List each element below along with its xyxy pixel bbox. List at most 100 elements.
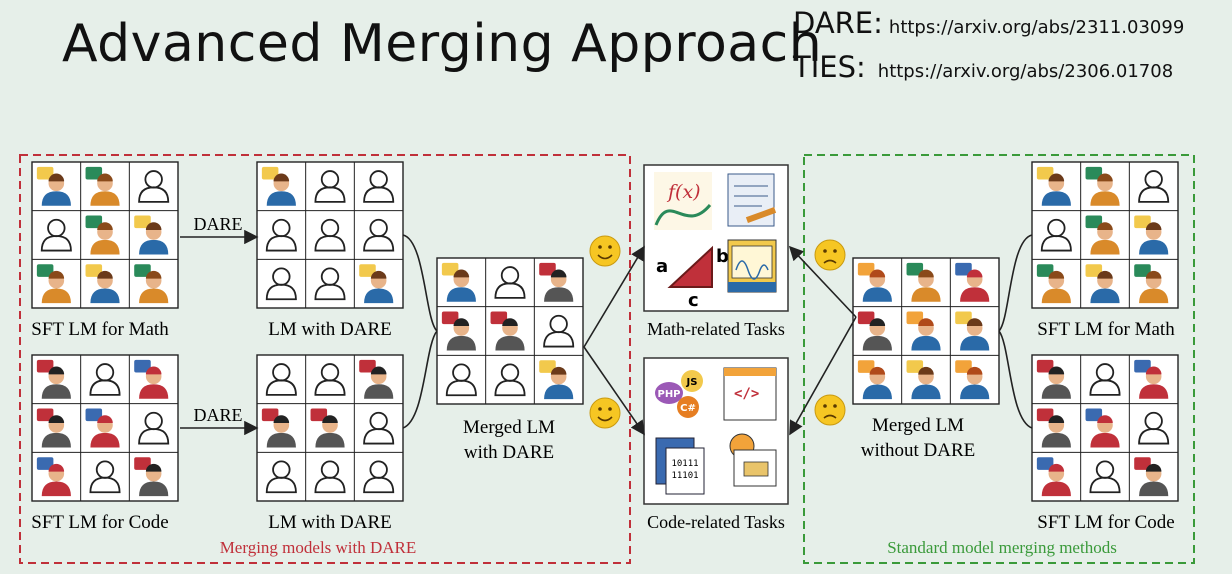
empty-person-icon: [138, 170, 170, 203]
merge-connector: [998, 330, 1033, 429]
empty-person-icon: [314, 363, 346, 396]
code-person-icon: [490, 311, 525, 351]
math-person-icon: [85, 166, 120, 206]
mixed-person-icon: [906, 311, 941, 351]
sad-face-icon: [814, 394, 846, 426]
empty-person-icon: [1089, 460, 1121, 494]
math-person-icon: [906, 360, 941, 400]
triangle-icon: a b c: [656, 245, 729, 311]
dare-arrow-label: DARE: [194, 405, 243, 425]
math-person-icon: [1134, 215, 1169, 255]
binary-files-icon: 10111 11101: [655, 437, 705, 495]
empty-person-icon: [363, 460, 395, 494]
reference-ties: TIES: https://arxiv.org/abs/2306.01708: [793, 50, 1184, 94]
reference-key: TIES:: [793, 50, 866, 84]
empty-person-icon: [363, 411, 395, 445]
merge-connector: [402, 330, 438, 429]
math-person-icon: [955, 311, 990, 351]
arrow-to-code-tasks: [583, 346, 645, 436]
code-tag-text: </>: [734, 386, 759, 402]
js-label: JS: [686, 377, 698, 388]
code-person-icon: [955, 262, 990, 302]
empty-person-icon: [265, 267, 297, 301]
code-person-icon: [441, 311, 476, 351]
model-grid-sft-code: [31, 354, 179, 502]
empty-person-icon: [314, 460, 346, 494]
code-person-icon: [36, 408, 71, 448]
code-person-icon: [134, 457, 169, 497]
math-person-icon: [1036, 166, 1071, 206]
math-person-icon: [1085, 215, 1120, 255]
binary-line-2: 11101: [671, 471, 698, 481]
code-person-icon: [85, 408, 120, 448]
arrow-to-math-tasks: [583, 245, 645, 348]
code-person-icon: [261, 408, 296, 448]
merged-dare-label-line2: with DARE: [464, 442, 554, 463]
binary-line-1: 10111: [671, 459, 698, 469]
empty-person-icon: [1040, 218, 1072, 252]
code-person-icon: [36, 359, 71, 399]
triangle-side-a: a: [656, 256, 668, 277]
code-person-icon: [1134, 457, 1169, 497]
math-person-icon: [1085, 264, 1120, 304]
code-window-icon: </>: [723, 367, 777, 421]
math-person-icon: [36, 166, 71, 206]
empty-person-icon: [445, 363, 477, 397]
standard-panel-border: [803, 154, 1195, 564]
merged-nodare-label-line1: Merged LM: [872, 415, 964, 436]
dare-arrow-label: DARE: [194, 214, 243, 234]
slide-title: Advanced Merging Approach: [62, 14, 823, 74]
reference-link[interactable]: https://arxiv.org/abs/2306.01708: [877, 61, 1174, 82]
sft-code-right-label: SFT LM for Code: [1037, 512, 1174, 533]
code-person-icon: [359, 359, 394, 399]
merge-connector: [998, 234, 1033, 332]
code-person-icon: [1036, 359, 1071, 399]
fx-text: f(x): [666, 181, 701, 203]
empty-person-icon: [363, 170, 395, 203]
math-tasks-label: Math-related Tasks: [647, 319, 785, 339]
model-grid-merged-nodare: [852, 257, 1000, 405]
merge-connector: [402, 234, 438, 332]
empty-person-icon: [265, 363, 297, 396]
empty-person-icon: [314, 170, 346, 203]
standard-panel-caption: Standard model merging methods: [887, 538, 1117, 557]
lm-dare-code-label: LM with DARE: [268, 512, 392, 533]
happy-face-icon: [589, 235, 621, 267]
sft-math-label: SFT LM for Math: [31, 319, 169, 340]
empty-person-icon: [363, 218, 395, 252]
triangle-side-b: b: [716, 246, 729, 267]
arrow-no-dare-to-math: [788, 245, 857, 318]
empty-person-icon: [314, 218, 346, 252]
reference-dare: DARE: https://arxiv.org/abs/2311.03099: [793, 6, 1184, 50]
math-person-icon: [134, 264, 169, 304]
code-person-icon: [1036, 457, 1071, 497]
math-person-icon: [359, 264, 394, 304]
empty-person-icon: [543, 314, 575, 348]
empty-person-icon: [494, 363, 526, 397]
code-person-icon: [1036, 408, 1071, 448]
code-person-icon: [539, 262, 574, 302]
empty-person-icon: [40, 218, 72, 252]
model-grid-merged-dare: [436, 257, 584, 405]
model-grid-lm-dare-code: [256, 354, 404, 502]
sft-code-label: SFT LM for Code: [31, 512, 168, 533]
arrow-no-dare-to-code: [789, 316, 857, 436]
empty-person-icon: [265, 460, 297, 494]
code-person-icon: [1085, 408, 1120, 448]
mixed-person-icon: [857, 360, 892, 400]
empty-person-icon: [1089, 363, 1121, 396]
math-person-icon: [134, 215, 169, 255]
code-person-icon: [857, 311, 892, 351]
model-grid-lm-dare-math: [256, 161, 404, 309]
calculator-sheet-icon: [727, 173, 777, 227]
empty-person-icon: [265, 218, 297, 252]
empty-person-icon: [138, 411, 170, 445]
code-person-icon: [36, 457, 71, 497]
math-person-icon: [1085, 166, 1120, 206]
programming-languages-icon: PHP JS C#: [655, 370, 703, 418]
formula-board-icon: [727, 239, 777, 293]
math-person-icon: [539, 360, 574, 400]
math-person-icon: [906, 262, 941, 302]
reference-link[interactable]: https://arxiv.org/abs/2311.03099: [888, 17, 1185, 38]
references: DARE: https://arxiv.org/abs/2311.03099 T…: [793, 6, 1184, 94]
